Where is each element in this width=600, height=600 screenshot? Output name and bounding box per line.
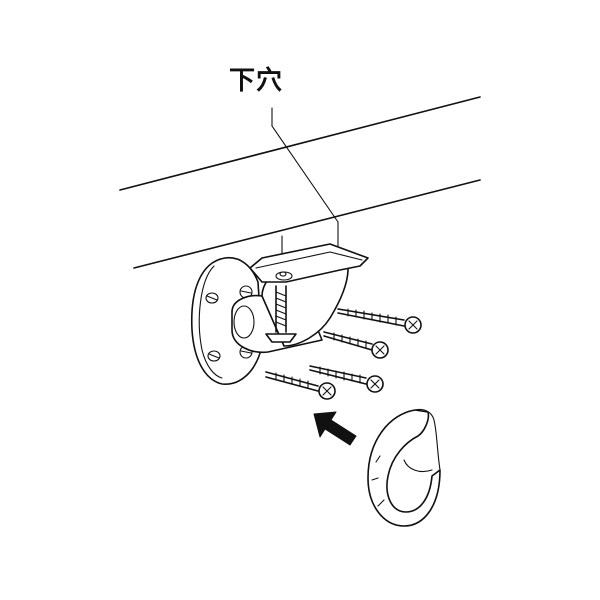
wood-screw-3 (309, 365, 384, 393)
pilot-hole-label: 下穴 (229, 66, 284, 96)
wood-screw-1 (337, 308, 422, 334)
cover-cap (367, 408, 441, 527)
wood-screw-4 (265, 371, 336, 400)
pilot-hole-marker (279, 271, 287, 277)
wood-screw-2 (323, 331, 389, 359)
vertical-screw (265, 285, 297, 343)
bracket-base-plate (190, 257, 263, 385)
pipe-holder-cup (249, 243, 369, 347)
assembly-arrow (313, 411, 357, 446)
shelf-board (119, 96, 481, 269)
